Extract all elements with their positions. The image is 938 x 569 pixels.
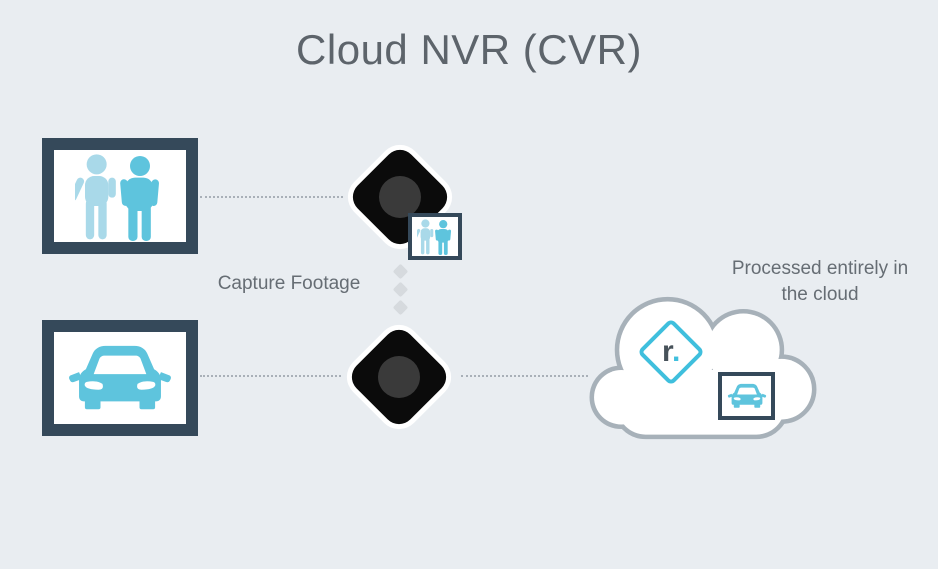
car-icon xyxy=(69,345,171,410)
connector-people-to-camera xyxy=(200,196,343,198)
page-title: Cloud NVR (CVR) xyxy=(296,26,642,73)
diamond-connector-dot xyxy=(392,263,409,280)
people-thumbnail-monitor xyxy=(408,213,462,260)
car-monitor xyxy=(42,320,198,436)
people-monitor xyxy=(42,138,198,254)
camera-icon-bottom xyxy=(345,323,453,431)
diamond-connector-dot xyxy=(392,299,409,316)
logo-dot: . xyxy=(671,335,681,368)
processed-label-line2: the cloud xyxy=(781,284,859,305)
diamond-connector-dot xyxy=(392,281,409,298)
connector-car-to-camera xyxy=(200,375,341,377)
people-icon xyxy=(75,154,160,241)
connector-camera-to-cloud xyxy=(461,375,588,377)
processed-label-line1: Processed entirely in xyxy=(731,258,909,279)
car-thumbnail-monitor xyxy=(718,372,775,420)
people-icon xyxy=(417,219,452,255)
logo-letter: r xyxy=(661,335,672,368)
cloud-icon xyxy=(589,296,817,440)
camera-lens xyxy=(369,347,429,407)
car-icon xyxy=(727,383,766,408)
capture-footage-label: Capture Footage xyxy=(217,273,361,294)
rhombus-logo-text: r. xyxy=(661,335,681,368)
processed-label: Processed entirely in the cloud xyxy=(710,256,930,308)
